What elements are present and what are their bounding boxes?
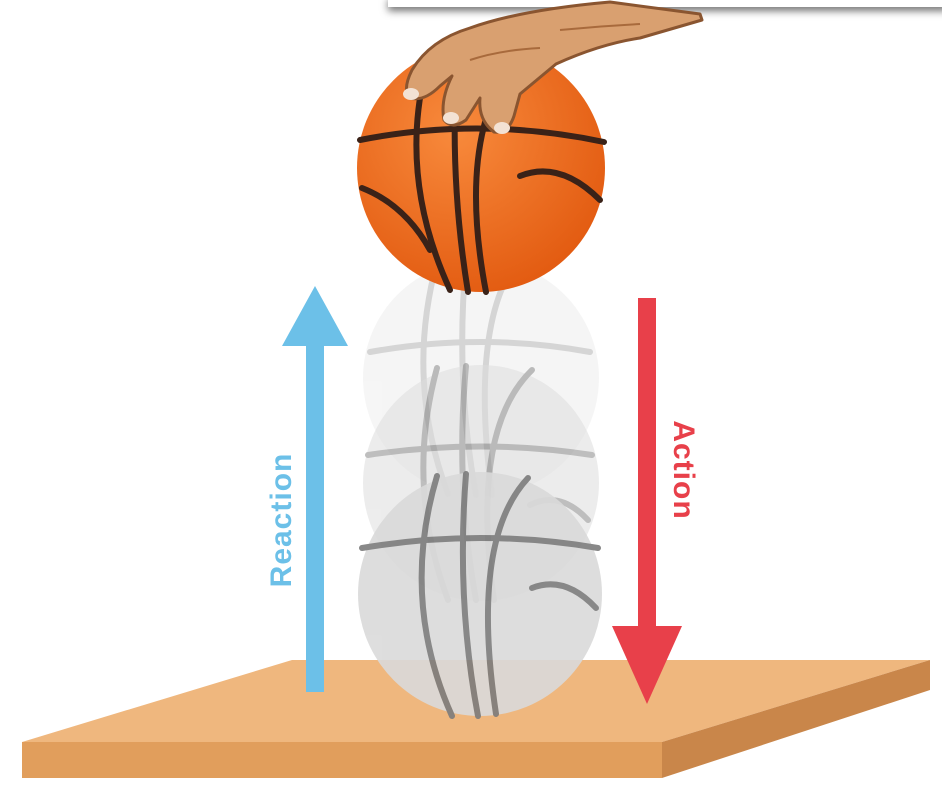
ghost-basketball-icon	[358, 472, 602, 716]
action-label: Action	[668, 420, 698, 519]
reaction-label: Reaction	[267, 453, 297, 588]
